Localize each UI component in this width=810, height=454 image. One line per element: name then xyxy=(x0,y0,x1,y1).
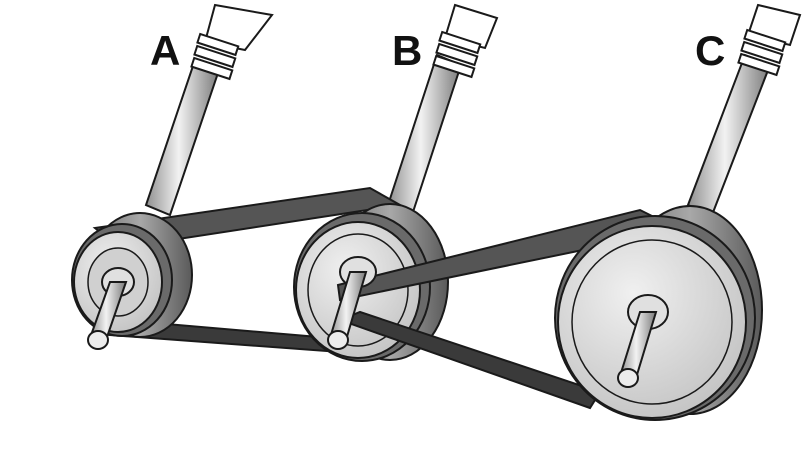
coupling-a xyxy=(190,3,274,81)
label-c: C xyxy=(695,27,725,74)
shaft-a-stub xyxy=(87,267,135,350)
label-b: B xyxy=(392,27,422,74)
shaft-a-upper xyxy=(144,58,221,217)
shaft-c-upper xyxy=(686,53,772,217)
label-a: A xyxy=(150,27,180,74)
coupling-c xyxy=(737,3,802,77)
shaft-b-stub xyxy=(327,256,377,350)
shaft-c-stub xyxy=(617,294,669,388)
shaft-b-upper xyxy=(386,53,463,217)
coupling-b xyxy=(432,3,499,79)
